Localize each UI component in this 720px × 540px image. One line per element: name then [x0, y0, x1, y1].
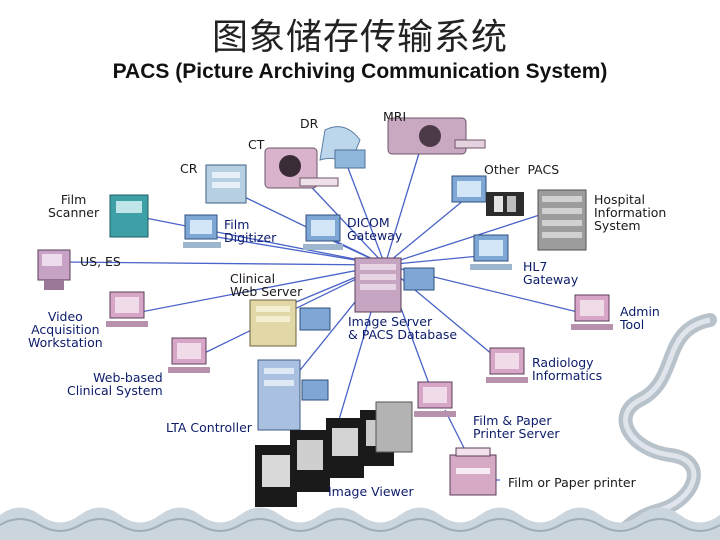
radiology-informatics-workstation-icon — [486, 347, 528, 383]
label-video-acquisition: Video Acquisition Workstation — [28, 309, 103, 350]
label-image-server: Image Server & PACS Database — [348, 314, 458, 342]
admin-tool-workstation-icon — [571, 294, 613, 330]
film-paper-server-workstation-icon — [414, 381, 456, 417]
label-dicom-gateway: DICOM Gateway — [347, 215, 403, 243]
label-ct: CT — [248, 137, 265, 152]
image-viewer-cabinet-icon — [255, 401, 413, 507]
clinical-web-server-icon — [249, 299, 331, 347]
link-video — [124, 264, 386, 316]
dr-xray-icon — [319, 126, 366, 169]
label-image-viewer: Image Viewer — [328, 484, 414, 499]
printer-icon — [449, 447, 497, 496]
dicom-gateway-workstation-icon — [303, 214, 343, 250]
web-based-workstation-icon — [168, 337, 210, 373]
link-us — [59, 261, 386, 266]
cr-reader-icon — [205, 164, 247, 204]
label-us-es: US, ES — [80, 254, 121, 269]
link-mri — [384, 149, 421, 266]
other-pacs-workstation-icon — [451, 175, 524, 216]
label-hospital-info: Hospital Information System — [594, 192, 667, 233]
slide-title-english: PACS (Picture Archiving Communication Sy… — [112, 60, 608, 83]
hospital-server-icon — [537, 189, 587, 251]
hl7-gateway-workstation-icon — [470, 234, 512, 270]
label-clinical-web-server: Clinical Web Server — [230, 271, 303, 299]
link-dr — [344, 159, 386, 266]
label-film-paper-printer: Film or Paper printer — [508, 475, 636, 490]
link-other-pacs — [384, 194, 471, 266]
wave-decoration — [0, 507, 720, 540]
lta-controller-icon — [257, 359, 329, 431]
film-digitizer-workstation-icon — [183, 214, 221, 248]
image-server-rack-icon — [354, 257, 435, 313]
link-hospital — [384, 209, 556, 266]
label-web-based-clinical: Web-based Clinical System — [67, 370, 163, 398]
slide-title-chinese: 图象储存传输系统 — [211, 17, 508, 58]
label-film-scanner: Film Scanner — [48, 192, 100, 220]
label-admin-tool: Admin Tool — [620, 304, 660, 332]
link-ct — [299, 174, 386, 266]
label-other-pacs: Other PACS — [484, 162, 560, 177]
ct-scanner-icon — [264, 147, 339, 189]
label-lta-controller: LTA Controller — [166, 420, 252, 435]
link-film-scanner — [129, 214, 386, 266]
label-radiology-informatics: Radiology Informatics — [532, 355, 603, 383]
label-hl7-gateway: HL7 Gateway — [523, 259, 579, 287]
label-cr: CR — [180, 161, 198, 176]
ultrasound-icon — [37, 249, 71, 290]
label-dr: DR — [300, 116, 319, 131]
label-film-paper-server: Film & Paper Printer Server — [473, 413, 560, 441]
label-mri: MRI — [383, 109, 407, 124]
mri-scanner-icon — [387, 117, 486, 155]
video-acquisition-workstation-icon — [106, 291, 148, 327]
label-film-digitizer: Film Digitizer — [224, 217, 277, 245]
film-scanner-icon — [109, 194, 149, 238]
link-hl7 — [384, 254, 491, 266]
